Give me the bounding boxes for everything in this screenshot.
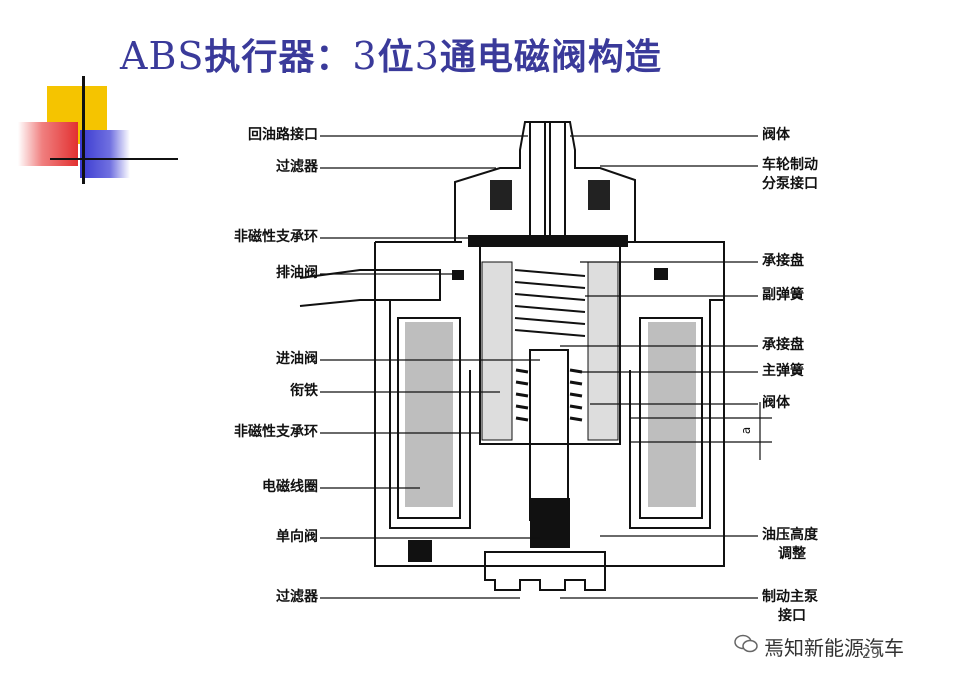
wechat-icon <box>734 634 758 653</box>
bottom-fitting <box>484 551 606 591</box>
exhaust-port <box>299 269 441 307</box>
label-master-port-1: 制动主泵 <box>762 589 818 605</box>
sub-spring <box>514 269 586 337</box>
valve-stem <box>529 122 566 239</box>
left-frame <box>375 299 471 529</box>
coil-right-winding <box>648 322 696 507</box>
slide-title: ABS执行器：3位3通电磁阀构造 <box>120 28 662 80</box>
check-valve-body <box>530 498 570 548</box>
armature <box>529 349 569 521</box>
coil-left-box <box>397 317 461 519</box>
label-valve-body-top: 阀体 <box>762 127 790 143</box>
deco-blue-square <box>80 130 130 178</box>
label-check-valve: 单向阀 <box>276 529 318 545</box>
coil-left-winding <box>405 322 453 507</box>
nonmagnetic-ring-top <box>468 235 628 247</box>
sleeve-right-dots <box>587 261 619 441</box>
exhaust-seal <box>452 270 464 280</box>
title-latin: ABS <box>120 34 205 78</box>
filter-right <box>588 180 610 210</box>
outer-housing <box>374 241 725 567</box>
label-wheel-port-2: 分泵接口 <box>762 176 818 192</box>
label-retainer-1: 承接盘 <box>762 253 804 269</box>
label-valve-body-mid: 阀体 <box>762 395 790 411</box>
label-filter-bottom: 过滤器 <box>276 589 318 605</box>
left-seal <box>408 540 432 562</box>
label-nonmag-ring-1: 非磁性支承环 <box>234 229 318 245</box>
label-main-spring: 主弹簧 <box>762 363 804 379</box>
label-exhaust-valve: 排油阀 <box>276 265 318 281</box>
top-cap <box>454 121 636 242</box>
sleeve-left-dots <box>481 261 513 441</box>
label-nonmag-ring-2: 非磁性支承环 <box>234 424 318 440</box>
label-pressure-adjust-2: 调整 <box>778 546 806 562</box>
deco-hline <box>50 158 178 160</box>
title-cn: 执行器： <box>204 37 353 78</box>
label-retainer-2: 承接盘 <box>762 337 804 353</box>
title-rest: 通电磁阀构造 <box>439 37 662 78</box>
right-seal <box>654 268 668 280</box>
label-sub-spring: 副弹簧 <box>762 287 804 303</box>
right-frame <box>629 299 724 529</box>
filter-left <box>490 180 512 210</box>
title-3a: 3 <box>352 34 378 78</box>
label-gap-a: a <box>739 426 754 435</box>
label-filter-top: 过滤器 <box>276 159 318 175</box>
page-number: 29 <box>862 646 880 662</box>
label-coil: 电磁线圈 <box>262 479 318 495</box>
main-spring <box>515 368 583 422</box>
label-inlet-valve: 进油阀 <box>276 351 318 367</box>
deco-vline <box>82 76 85 184</box>
label-wheel-port-1: 车轮制动 <box>762 157 818 173</box>
label-return-port: 回油路接口 <box>248 127 318 143</box>
title-wei: 位 <box>377 37 415 78</box>
label-master-port-2: 接口 <box>778 608 806 624</box>
watermark-text: 焉知新能源汽车 <box>764 636 904 660</box>
label-armature: 衔铁 <box>290 383 318 399</box>
label-pressure-adjust-1: 油压高度 <box>762 527 818 543</box>
title-3b: 3 <box>414 34 440 78</box>
